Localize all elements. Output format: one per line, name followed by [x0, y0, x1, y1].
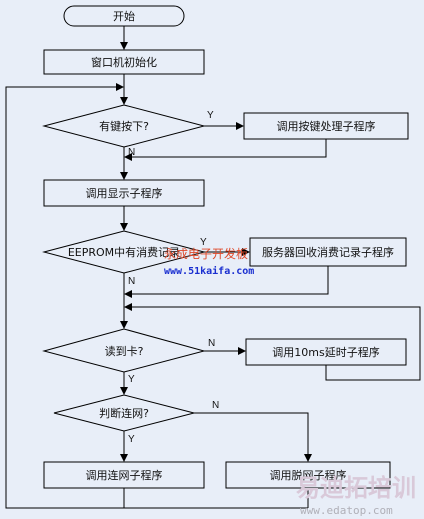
label-key-no: N — [128, 147, 135, 158]
delay-label: 调用10ms延时子程序 — [272, 345, 379, 359]
decision-network: 判断连网? — [53, 394, 195, 432]
connect-label: 调用连网子程序 — [86, 468, 163, 482]
label-net-no: N — [212, 400, 219, 411]
init-label: 窗口机初始化 — [91, 55, 157, 69]
connect-box: 调用连网子程序 — [43, 461, 205, 489]
disconnect-label: 调用脱网子程序 — [270, 468, 347, 482]
arrow-delay-loop — [124, 303, 421, 381]
label-card-no: N — [208, 338, 215, 349]
arrow-net-no — [194, 412, 312, 462]
delay-box: 调用10ms延时子程序 — [245, 338, 407, 366]
key-process-label: 调用按键处理子程序 — [277, 119, 376, 133]
decision-eeprom: EEPROM中有消费记录 — [42, 230, 206, 274]
label-key-yes: Y — [207, 110, 214, 121]
start-label: 开始 — [113, 9, 135, 23]
label-eeprom-no: N — [128, 276, 135, 287]
watermark-brand-url: www.edatop.com — [300, 504, 393, 517]
decision-eeprom-label: EEPROM中有消费记录 — [68, 245, 180, 259]
display-process: 调用显示子程序 — [43, 179, 205, 207]
watermark-brand-cn: 易迪拓培训 — [296, 474, 416, 502]
arrow-keyproc-return — [124, 139, 327, 161]
decision-card: 读到卡? — [42, 328, 206, 373]
display-label: 调用显示子程序 — [86, 186, 163, 200]
arrow-server-return — [124, 266, 329, 298]
decision-card-label: 读到卡? — [105, 344, 144, 358]
decision-key-pressed: 有键按下? — [42, 104, 206, 148]
connectors — [5, 26, 421, 509]
label-net-yes: Y — [128, 434, 135, 445]
init-process: 窗口机初始化 — [43, 49, 205, 75]
start-terminator: 开始 — [63, 5, 185, 27]
server-collect-label: 服务器回收消费记录子程序 — [262, 245, 394, 259]
decision-network-label: 判断连网? — [99, 406, 149, 420]
label-eeprom-yes: Y — [200, 237, 207, 248]
watermark-overlay-cn: 永成电子开发板 — [164, 246, 248, 261]
key-process-box: 调用按键处理子程序 — [243, 112, 409, 140]
watermark-overlay-url: www.51kaifa.com — [164, 265, 254, 277]
decision-key-label: 有键按下? — [99, 119, 149, 133]
label-card-yes: Y — [128, 374, 135, 385]
arrow-main-loop — [5, 83, 308, 509]
server-collect-box: 服务器回收消费记录子程序 — [249, 237, 407, 267]
